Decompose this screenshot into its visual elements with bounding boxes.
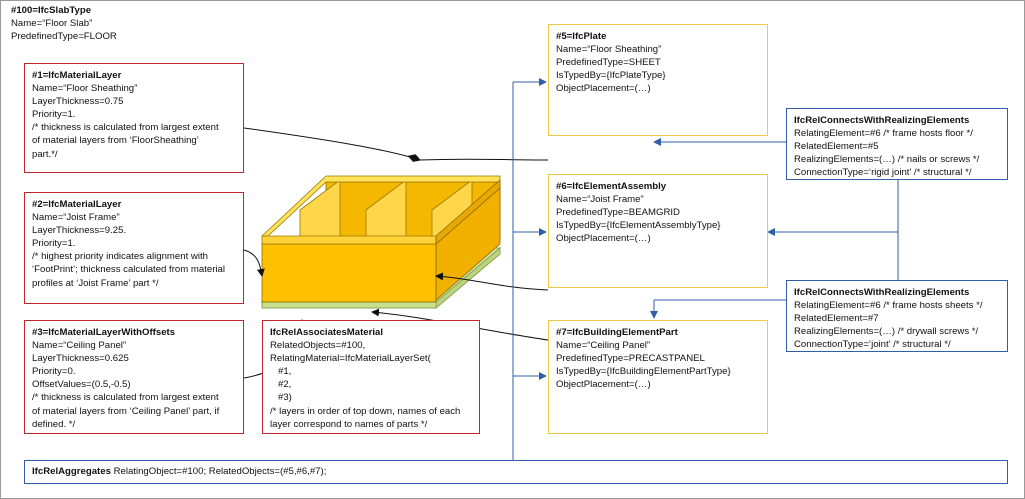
rel-connects-2-header: IfcRelConnectsWithRealizingElements	[794, 287, 970, 298]
rel-connects-1-line: RealizingElements=(…) /* nails or screws…	[794, 154, 980, 166]
material-layer-3-line: OffsetValues=(0.5,-0.5)	[32, 379, 131, 391]
rel-associates-item: #1,	[278, 366, 292, 378]
material-layer-3-line: /* thickness is calculated from largest …	[32, 392, 219, 404]
rel-aggregates-box: IfcRelAggregates RelatingObject=#100; Re…	[24, 460, 1008, 484]
building-element-part-box: #7=IfcBuildingElementPart Name=“Ceiling …	[548, 320, 768, 434]
material-layer-2-line: Name=“Joist Frame”	[32, 212, 120, 224]
material-layer-3-line: of material layers from ‘Ceiling Panel’ …	[32, 405, 220, 417]
element-assembly-line: Name=“Joist Frame”	[556, 194, 644, 206]
material-layer-1-line: /* thickness is calculated from largest …	[32, 122, 219, 134]
rel-connects-1-line: ConnectionType=‘rigid joint’ /* structur…	[794, 167, 972, 179]
material-layer-1-line: Name=“Floor Sheathing”	[32, 83, 138, 95]
rel-connects-1-header: IfcRelConnectsWithRealizingElements	[794, 115, 970, 126]
plate-header: #5=IfcPlate	[556, 31, 607, 42]
rel-associates-comment: layer correspond to names of parts */	[270, 418, 428, 430]
rel-connects-2-box: IfcRelConnectsWithRealizingElements Rela…	[786, 280, 1008, 352]
material-layer-3-line: Name=“Ceiling Panel”	[32, 340, 127, 352]
rel-associates-comment: /* layers in order of top down, names of…	[270, 405, 461, 417]
material-layer-2-box: #2=IfcMaterialLayer Name=“Joist Frame” L…	[24, 192, 244, 304]
slab-type-block: #100=IfcSlabType Name=“Floor Slab” Prede…	[11, 4, 117, 43]
material-layer-3-line: Priority=0.	[32, 366, 76, 378]
plate-box: #5=IfcPlate Name=“Floor Sheathing” Prede…	[548, 24, 768, 136]
aggregation-connectors	[512, 78, 899, 460]
building-element-part-line: ObjectPlacement=(…)	[556, 379, 651, 391]
material-layer-3-line: defined. */	[32, 418, 76, 430]
slab-type-name: Name=“Floor Slab”	[11, 18, 93, 30]
rel-associates-material-box: IfcRelAssociatesMaterial RelatedObjects=…	[262, 320, 480, 434]
material-layer-2-line: profiles at ‘Joist Frame’ part */	[32, 277, 159, 289]
material-layer-1-line: part.*/	[32, 148, 58, 160]
plate-line: PredefinedType=SHEET	[556, 57, 661, 69]
material-layer-1-box: #1=IfcMaterialLayer Name=“Floor Sheathin…	[24, 63, 244, 173]
element-assembly-box: #6=IfcElementAssembly Name=“Joist Frame”…	[548, 174, 768, 288]
rel-aggregates-text: RelatingObject=#100; RelatedObjects=(#5,…	[110, 466, 327, 477]
rel-connects-2-line: ConnectionType=‘joint’ /* structural */	[794, 339, 951, 351]
plate-line: IsTypedBy={IfcPlateType}	[556, 70, 666, 82]
building-element-part-line: Name=“Ceiling Panel”	[556, 340, 651, 352]
element-assembly-line: ObjectPlacement=(…)	[556, 233, 651, 245]
building-element-part-line: IsTypedBy={IfcBuildingElementPartType}	[556, 366, 731, 378]
rel-associates-item: #3)	[278, 392, 292, 404]
plate-line: Name=“Floor Sheathing”	[556, 44, 662, 56]
slab-type-header: #100=IfcSlabType	[11, 5, 92, 16]
slab-type-predefined: PredefinedType=FLOOR	[11, 31, 117, 43]
material-layer-2-line: LayerThickness=9.25.	[32, 225, 127, 237]
material-layer-1-header: #1=IfcMaterialLayer	[32, 70, 122, 81]
material-layer-1-line: of material layers from ‘FloorSheathing’	[32, 135, 199, 147]
material-layer-1-line: LayerThickness=0.75	[32, 96, 124, 108]
material-layer-2-header: #2=IfcMaterialLayer	[32, 199, 122, 210]
material-layer-2-line: /* highest priority indicates alignment …	[32, 251, 208, 263]
rel-aggregates-header: IfcRelAggregates	[32, 466, 111, 477]
element-assembly-line: IsTypedBy={IfcElementAssemblyType}	[556, 220, 721, 232]
rel-associates-item: #2,	[278, 379, 292, 391]
rel-connects-1-line: RelatingElement=#6 /* frame hosts floor …	[794, 128, 973, 140]
rel-associates-line: RelatingMaterial=IfcMaterialLayerSet(	[270, 353, 431, 365]
building-element-part-line: PredefinedType=PRECASTPANEL	[556, 353, 705, 365]
rel-connects-1-box: IfcRelConnectsWithRealizingElements Rela…	[786, 108, 1008, 180]
rel-associates-header: IfcRelAssociatesMaterial	[270, 327, 384, 338]
building-element-part-header: #7=IfcBuildingElementPart	[556, 327, 678, 338]
rel-connects-1-line: RelatedElement=#5	[794, 141, 879, 153]
rel-connects-2-line: RealizingElements=(…) /* drywall screws …	[794, 326, 979, 338]
material-layer-2-line: ‘FootPrint’; thickness calculated from m…	[32, 264, 226, 276]
rel-connects-2-line: RelatingElement=#6 /* frame hosts sheets…	[794, 300, 983, 312]
rel-connects-2-line: RelatedElement=#7	[794, 313, 879, 325]
slab-illustration	[260, 175, 502, 310]
material-layer-2-line: Priority=1.	[32, 238, 76, 250]
element-assembly-line: PredefinedType=BEAMGRID	[556, 207, 680, 219]
element-assembly-header: #6=IfcElementAssembly	[556, 181, 667, 192]
material-layer-3-box: #3=IfcMaterialLayerWithOffsets Name=“Cei…	[24, 320, 244, 434]
material-layer-3-line: LayerThickness=0.625	[32, 353, 129, 365]
rel-associates-line: RelatedObjects=#100,	[270, 340, 366, 352]
plate-line: ObjectPlacement=(…)	[556, 83, 651, 95]
material-layer-3-header: #3=IfcMaterialLayerWithOffsets	[32, 327, 176, 338]
material-layer-1-line: Priority=1.	[32, 109, 76, 121]
